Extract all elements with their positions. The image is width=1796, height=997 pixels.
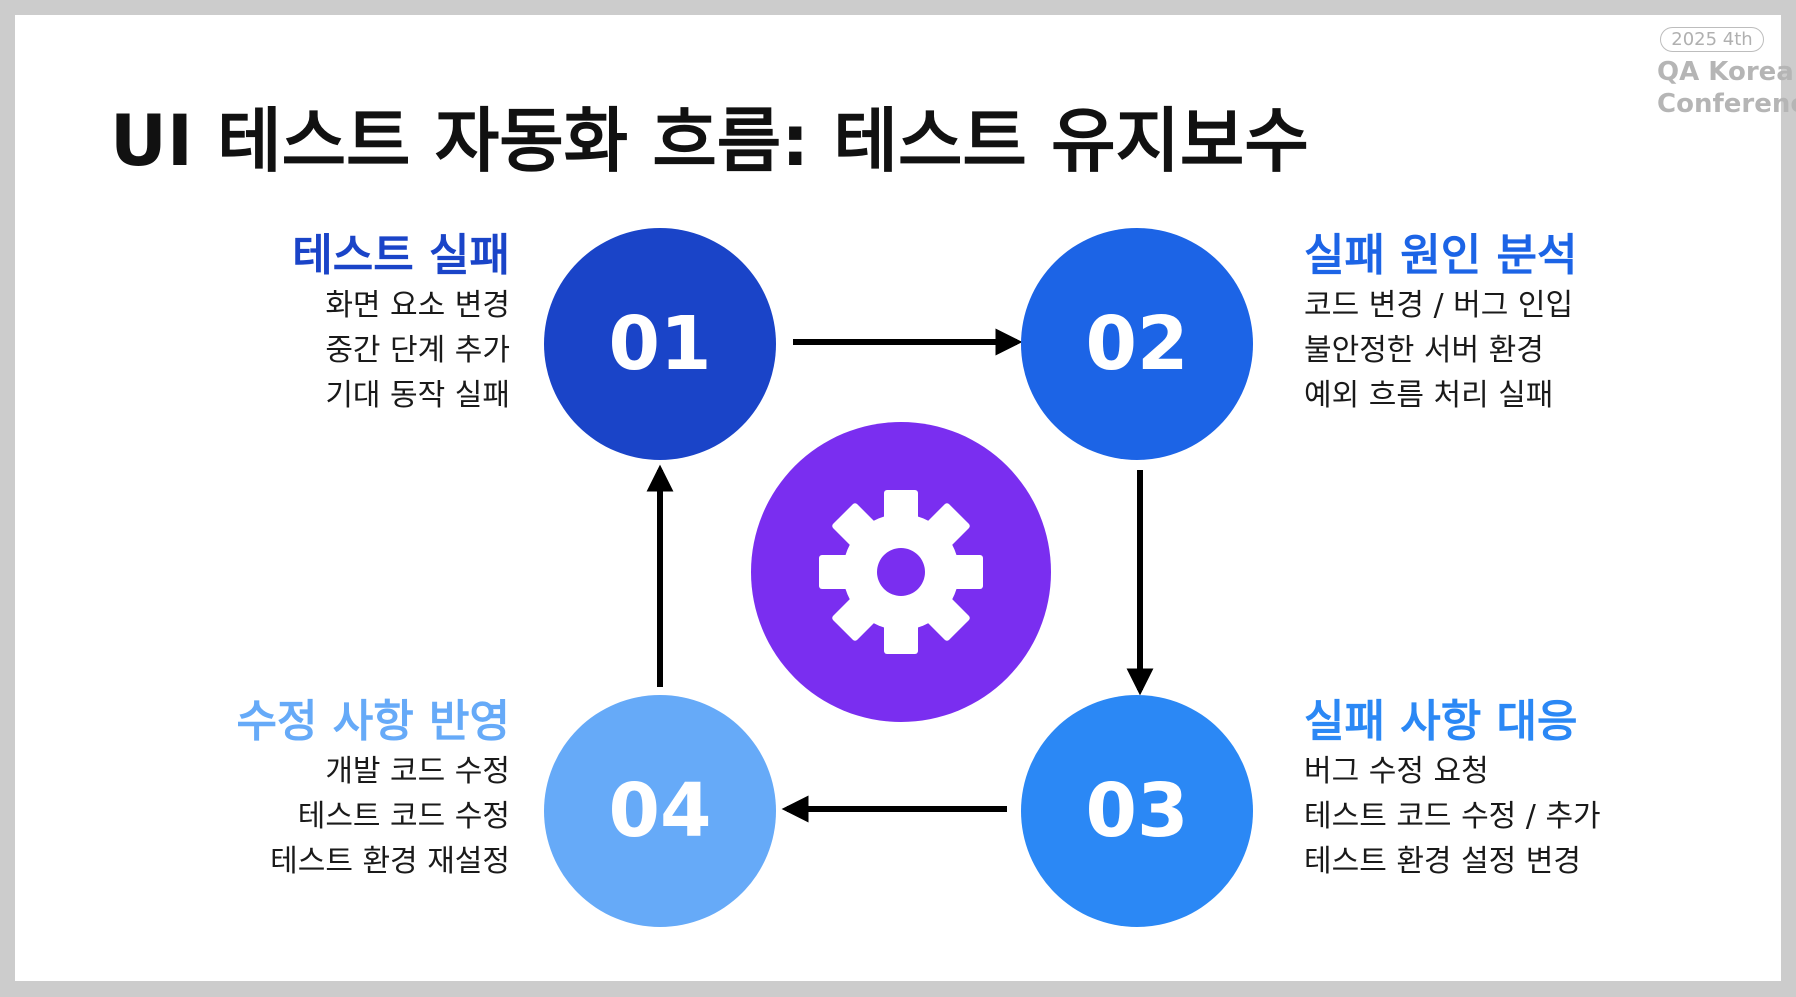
step-04-item: 개발 코드 수정 [325, 754, 510, 789]
gear-icon [819, 490, 983, 654]
step-circle-01: 01 [544, 228, 776, 460]
step-circle-04: 04 [544, 695, 776, 927]
step-03-item: 테스트 환경 설정 변경 [1304, 844, 1582, 879]
step-02-text: 실패 원인 분석 코드 변경 / 버그 인입 불안정한 서버 환경 예외 흐름 … [1304, 229, 1644, 418]
step-04-item: 테스트 코드 수정 [297, 799, 510, 834]
page-title: UI 테스트 자동화 흐름: 테스트 유지보수 [110, 100, 1309, 182]
step-04-text: 수정 사항 반영 개발 코드 수정 테스트 코드 수정 테스트 환경 재설정 [170, 695, 510, 884]
step-02-item: 예외 흐름 처리 실패 [1304, 378, 1554, 413]
step-circle-02: 02 [1021, 228, 1253, 460]
edition-badge: 2025 4th [1660, 27, 1764, 52]
step-01-item: 중간 단계 추가 [325, 333, 510, 368]
step-03-item: 테스트 코드 수정 / 추가 [1304, 799, 1601, 834]
step-circle-03: 03 [1021, 695, 1253, 927]
center-gear-circle [751, 422, 1051, 722]
step-01-text: 테스트 실패 화면 요소 변경 중간 단계 추가 기대 동작 실패 [170, 229, 510, 418]
step-03-text: 실패 사항 대응 버그 수정 요청 테스트 코드 수정 / 추가 테스트 환경 … [1304, 695, 1644, 884]
step-03-item: 버그 수정 요청 [1304, 754, 1489, 789]
flow-arrows [646, 328, 1154, 823]
step-03-heading: 실패 사항 대응 [1304, 696, 1578, 747]
step-04-item: 테스트 환경 재설정 [270, 844, 510, 879]
slide: UI 테스트 자동화 흐름: 테스트 유지보수 2025 4th QA Kore… [15, 15, 1796, 981]
step-02-item: 코드 변경 / 버그 인입 [1304, 288, 1574, 323]
step-02-heading: 실패 원인 분석 [1304, 230, 1578, 281]
step-02-item: 불안정한 서버 환경 [1304, 333, 1544, 368]
step-04-heading: 수정 사항 반영 [236, 696, 510, 747]
step-01-heading: 테스트 실패 [292, 230, 510, 281]
step-01-item: 화면 요소 변경 [325, 288, 510, 323]
step-01-item: 기대 동작 실패 [325, 378, 510, 413]
